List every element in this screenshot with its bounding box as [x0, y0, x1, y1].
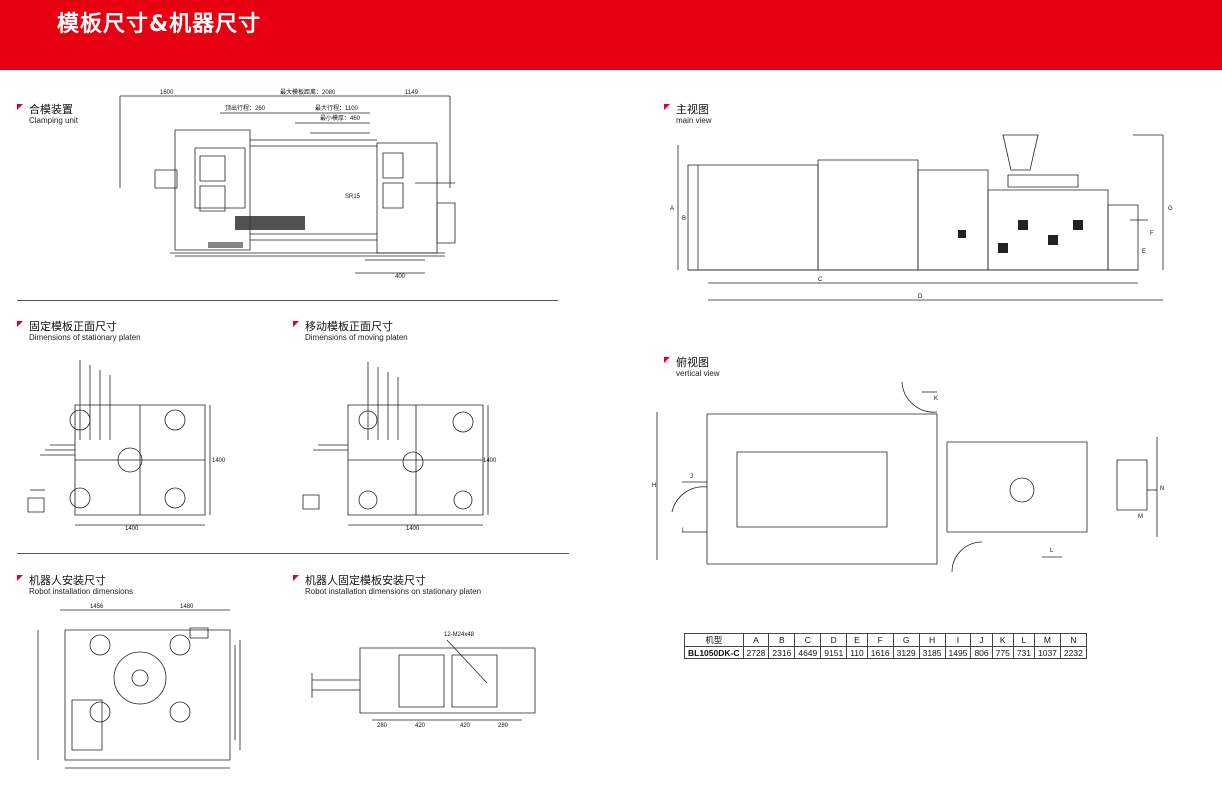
section-title-en: vertical view — [676, 369, 720, 378]
dim-label: 1480 — [180, 604, 194, 610]
red-marker-icon — [17, 575, 23, 581]
section-title-en: Clamping unit — [29, 116, 78, 125]
spec-header-cell: M — [1034, 633, 1061, 647]
spec-value-cell: 1616 — [866, 646, 894, 659]
spec-value-cell: 775 — [991, 646, 1014, 659]
dim-label: 400 — [395, 274, 406, 280]
spec-header-cell: L — [1012, 633, 1036, 647]
clamping-unit-drawing: 1600 1149 最大模板距离：2080 最大行程：1100 最小模厚：460… — [115, 88, 455, 280]
robot-platen-drawing: 12-M24x48 280 420 420 280 — [302, 632, 542, 729]
dim-label: 12-M24x48 — [444, 632, 475, 638]
dim-label: G — [1168, 206, 1173, 212]
section-title-cn: 机器人固定模板安装尺寸 — [305, 574, 426, 587]
section-title-en: main view — [676, 116, 712, 125]
section-title-en: Dimensions of stationary platen — [29, 333, 141, 342]
dim-label: B — [682, 216, 686, 222]
spec-value-cell: 2316 — [768, 646, 796, 659]
dim-label: L — [1050, 548, 1054, 554]
dim-label: 顶出行程：260 — [225, 104, 266, 112]
spec-value-cell: 9151 — [820, 646, 848, 659]
spec-header-cell: E — [846, 633, 868, 647]
spec-value-cell: 4649 — [794, 646, 822, 659]
spec-header-cell: N — [1059, 633, 1087, 647]
red-marker-icon — [293, 575, 299, 581]
spec-header-cell: C — [794, 633, 822, 647]
red-marker-icon — [664, 357, 670, 363]
spec-header-cell: K — [991, 633, 1014, 647]
spec-header-cell: H — [918, 633, 946, 647]
spec-value-cell: 806 — [970, 646, 993, 659]
spec-header-cell: A — [742, 633, 770, 647]
spec-value-cell: 1037 — [1034, 646, 1061, 659]
dim-label: N — [1160, 486, 1164, 492]
spec-header-cell: D — [820, 633, 848, 647]
spec-header-cell: 机型 — [684, 633, 744, 647]
spec-value-cell: 2232 — [1059, 646, 1087, 659]
red-marker-icon — [17, 104, 23, 110]
dim-label: C — [818, 277, 823, 283]
section-title-en: Robot installation dimensions on station… — [305, 587, 482, 596]
spec-value-cell: 2728 — [742, 646, 770, 659]
dim-label: 1456 — [90, 604, 104, 610]
stationary-platen-drawing: 1400 1400 — [20, 350, 226, 532]
spec-header-cell: G — [892, 633, 920, 647]
dim-label: 最大行程：1100 — [315, 104, 359, 112]
dim-label: 420 — [460, 723, 471, 729]
spec-header-cell: I — [944, 633, 972, 647]
robot-installation-drawing: 1456 1480 — [30, 604, 245, 780]
spec-header-cell: J — [970, 633, 993, 647]
dim-label: H — [652, 483, 656, 489]
dim-label: 420 — [415, 723, 426, 729]
dim-label: F — [1150, 231, 1154, 237]
dim-label: 1149 — [405, 90, 419, 96]
section-title-cn: 俯视图 — [676, 356, 709, 369]
dim-label: 1400 — [212, 458, 226, 464]
section-title-cn: 主视图 — [676, 103, 709, 116]
dim-label: A — [670, 206, 674, 212]
dim-label: J — [690, 474, 693, 480]
dim-label: 1400 — [483, 458, 497, 464]
dim-label: 280 — [377, 723, 388, 729]
section-title-cn: 机器人安装尺寸 — [29, 574, 106, 587]
main-view-drawing: A B C D E F G — [670, 125, 1173, 310]
section-title-cn: 固定模板正面尺寸 — [29, 320, 117, 333]
dim-label: 1400 — [125, 526, 139, 532]
dim-label: M — [1138, 514, 1143, 520]
spec-header-cell: B — [768, 633, 796, 647]
header-banner: 模板尺寸&机器尺寸 — [0, 0, 1222, 70]
dim-label: K — [934, 396, 938, 402]
dim-label: 1400 — [406, 526, 420, 532]
section-title-cn: 合模装置 — [29, 103, 73, 116]
dim-label: 最小模厚：460 — [320, 114, 361, 122]
model-cell: BL1050DK-C — [684, 646, 744, 659]
section-title-en: Dimensions of moving platen — [305, 333, 408, 342]
dim-label: 1600 — [160, 90, 174, 96]
vertical-view-drawing: H I J K L M N — [652, 382, 1164, 577]
section-title-en: Robot installation dimensions — [29, 587, 134, 596]
dim-label: D — [918, 294, 923, 300]
dim-label: 280 — [498, 723, 509, 729]
spec-value-cell: 110 — [846, 646, 868, 659]
dim-label: E — [1142, 249, 1146, 255]
spec-header-cell: F — [866, 633, 894, 647]
red-marker-icon — [17, 321, 23, 327]
spec-value-cell: 3129 — [892, 646, 920, 659]
moving-platen-drawing: 1400 1400 — [298, 350, 497, 532]
section-title-cn: 移动模板正面尺寸 — [305, 320, 393, 333]
divider — [17, 553, 569, 554]
dim-label: SR15 — [345, 194, 361, 200]
dim-label: 最大模板距离：2080 — [280, 88, 336, 96]
red-marker-icon — [293, 321, 299, 327]
dim-label: I — [682, 528, 684, 534]
spec-value-cell: 1495 — [944, 646, 972, 659]
page-title: 模板尺寸&机器尺寸 — [57, 12, 262, 37]
spec-value-cell: 3185 — [918, 646, 946, 659]
red-marker-icon — [664, 104, 670, 110]
divider — [17, 300, 558, 301]
spec-value-cell: 731 — [1012, 646, 1036, 659]
